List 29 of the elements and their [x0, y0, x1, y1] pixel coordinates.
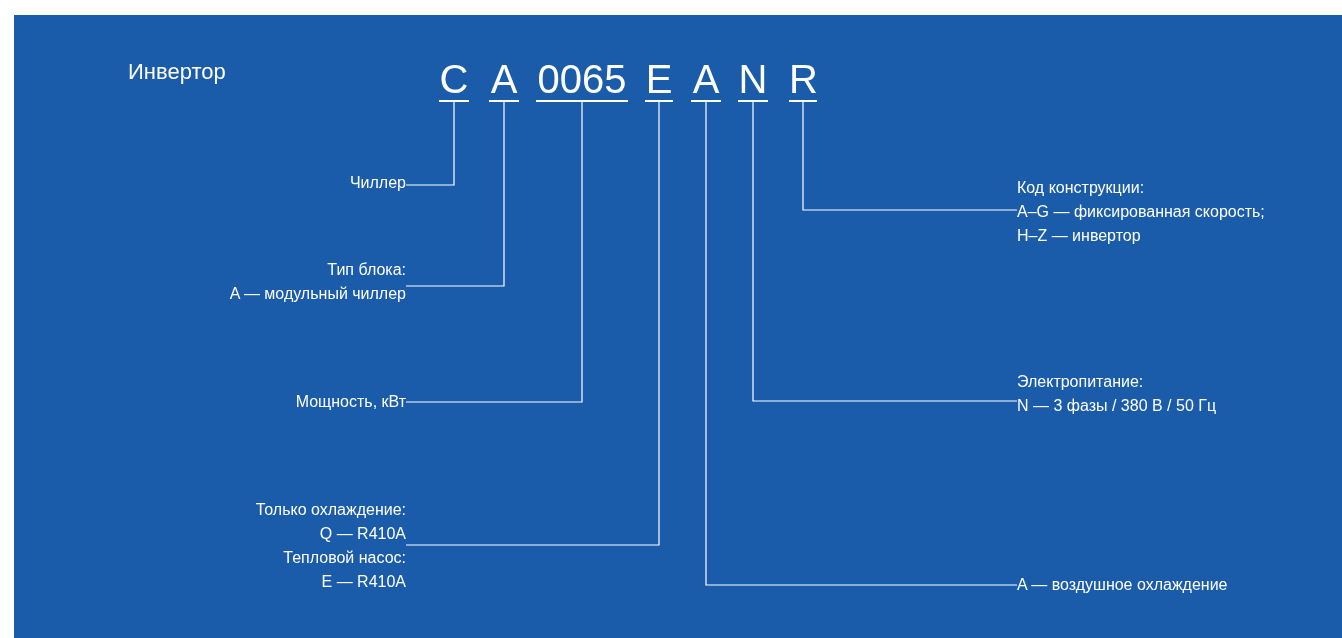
- code-segment: C: [439, 58, 469, 102]
- description-text: Тепловой насос:: [282, 548, 406, 568]
- description-text: H–Z — инвертор: [1017, 226, 1142, 246]
- description-text: A — воздушное охлаждение: [1017, 575, 1229, 595]
- leader-line: [405, 101, 660, 546]
- leader-line: [405, 101, 583, 403]
- description-text: Электропитание:: [1017, 372, 1145, 392]
- description-text: A — модульный чиллер: [228, 284, 406, 304]
- leader-line: [802, 101, 1018, 211]
- code-segment: 0065: [536, 58, 628, 102]
- code-segment: R: [789, 58, 817, 102]
- description-text: N — 3 фазы / 380 В / 50 Гц: [1017, 396, 1218, 416]
- description-text: E — R410A: [320, 572, 406, 592]
- description-text: Мощность, кВт: [294, 392, 406, 412]
- description-text: Тип блока:: [326, 260, 406, 280]
- description-text: Q — R410A: [318, 524, 406, 544]
- code-segment: N: [738, 58, 768, 102]
- code-segment: E: [645, 58, 673, 102]
- heading-text: Инвертор: [128, 59, 226, 85]
- leader-line: [752, 101, 1018, 402]
- leader-line: [705, 101, 1018, 586]
- leader-line: [405, 101, 455, 186]
- description-text: Только охлаждение:: [254, 500, 406, 520]
- description-text: A–G — фиксированная скорость;: [1017, 202, 1266, 222]
- code-segment: A: [691, 58, 721, 102]
- description-text: Код конструкции:: [1017, 178, 1146, 198]
- description-text: Чиллер: [348, 173, 406, 193]
- code-segment: A: [489, 58, 519, 102]
- leader-line: [405, 101, 505, 287]
